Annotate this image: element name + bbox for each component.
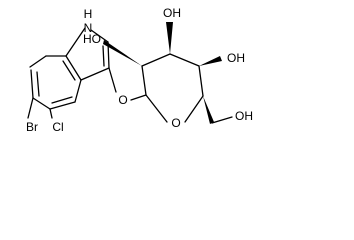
bond-c3-o-glyco [108,67,117,93]
c6-hydroxyl-label: OH [235,109,253,123]
bond-c2-c3 [141,53,171,67]
bond-o-glyco-c1 [130,94,147,101]
bond-c7a-n1 [65,27,86,57]
bond-c1-c2 [141,65,147,96]
bond-c3-c3a [80,67,110,81]
wedge-c2-oh [103,40,142,66]
bond-c4-c3a [74,79,82,103]
wedge-c3-oh [166,22,173,54]
bond-c5-c4-inner [51,96,73,104]
c4-hydroxyl-label: OH [227,51,245,65]
indolyl-glycoside-structure: H N Br Cl O O HO OH OH OH [26,6,253,134]
bond-c5-c4 [49,101,76,110]
wedge-c4-oh [199,56,222,66]
bond-n1-c2 [90,29,109,43]
ring-oxygen-label: O [171,116,180,130]
glycosidic-oxygen-label: O [118,93,127,107]
pyranose-ring [141,53,204,123]
bond-c7-c6 [30,69,34,99]
bond-c2-c3-inner [102,45,105,67]
nh-hydrogen-label: H [84,7,93,21]
bond-c6-br [27,97,34,119]
benzene-ring [29,55,82,110]
bromine-label: Br [26,120,38,134]
bond-c7-c6-inner [36,71,40,97]
bond-c6-oh [211,116,233,124]
bond-c5-o-ring [184,95,204,123]
bond-o-ring-c1 [145,94,168,123]
bond-c7-c7a [29,55,47,68]
bond-c3-c4 [169,53,200,67]
bond-c3a-c7a-inner [62,60,76,81]
c2-hydroxyl-label: HO [83,32,101,46]
n1-label: N [84,21,93,35]
bond-c5-cl [49,108,53,119]
bond-c4-c5 [198,65,204,97]
c3-hydroxyl-label: OH [163,6,181,20]
bond-c6-c5 [32,97,51,110]
chlorine-label: Cl [52,120,63,134]
wedge-c5-c6 [203,96,214,124]
bond-c3a-c7a [65,55,82,81]
